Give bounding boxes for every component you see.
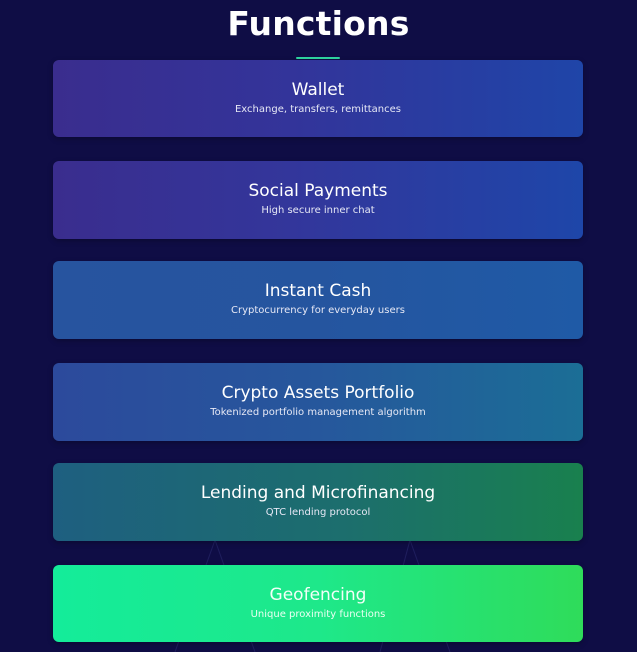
function-card-crypto-assets-portfolio[interactable]: Crypto Assets Portfolio Tokenized portfo… [53,363,583,441]
page-title: Functions [227,4,410,43]
card-subtitle: High secure inner chat [261,205,375,216]
card-subtitle: Cryptocurrency for everyday users [231,305,405,316]
function-card-geofencing[interactable]: Geofencing Unique proximity functions [53,565,583,642]
card-title: Instant Cash [264,281,372,301]
function-cards-list: Wallet Exchange, transfers, remittances … [53,60,583,642]
function-card-social-payments[interactable]: Social Payments High secure inner chat [53,161,583,239]
function-card-instant-cash[interactable]: Instant Cash Cryptocurrency for everyday… [53,261,583,339]
card-subtitle: Exchange, transfers, remittances [234,104,401,115]
title-underline [296,57,340,59]
card-title: Social Payments [248,181,388,201]
card-title: Crypto Assets Portfolio [221,383,415,403]
function-card-lending-microfinancing[interactable]: Lending and Microfinancing QTC lending p… [53,463,583,541]
card-title: Wallet [291,80,345,100]
card-subtitle: QTC lending protocol [265,507,371,518]
card-title: Geofencing [269,585,367,605]
function-card-wallet[interactable]: Wallet Exchange, transfers, remittances [53,60,583,137]
card-title: Lending and Microfinancing [200,483,436,503]
card-subtitle: Unique proximity functions [250,609,386,620]
card-subtitle: Tokenized portfolio management algorithm [210,407,426,418]
